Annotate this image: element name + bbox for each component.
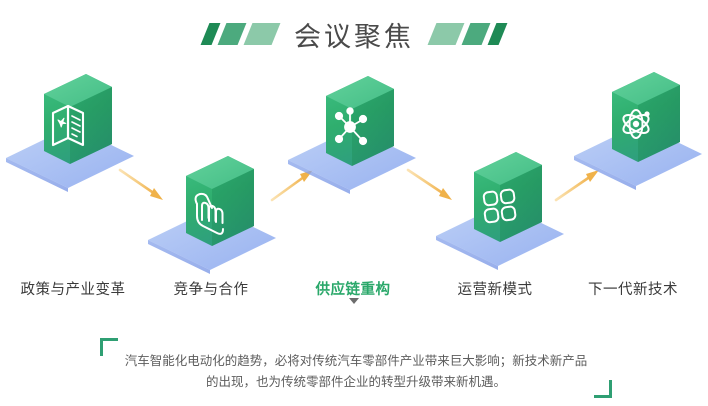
header-bars-left bbox=[200, 23, 281, 45]
node-card bbox=[474, 152, 542, 242]
header-bars-right bbox=[427, 23, 508, 45]
arrow-4 bbox=[554, 170, 599, 202]
node-labels: 政策与产业变革 竞争与合作 供应链重构 运营新模式 下一代新技术 bbox=[0, 278, 708, 308]
bracket-top-left-icon bbox=[100, 338, 118, 356]
document-star-icon bbox=[51, 104, 85, 147]
four-blocks-icon bbox=[482, 188, 517, 224]
node-policy[interactable] bbox=[6, 74, 134, 192]
network-nodes-icon bbox=[334, 107, 368, 146]
node-card bbox=[612, 72, 680, 162]
arrow-2 bbox=[270, 170, 313, 202]
flow-svg bbox=[6, 72, 702, 274]
header-bar-light-icon bbox=[427, 23, 465, 45]
node-label-competition[interactable]: 竞争与合作 bbox=[173, 282, 249, 298]
active-caret-icon bbox=[349, 298, 359, 304]
footer-note-text: 汽车智能化电动化的趋势，必将对传统汽车零部件产业带来巨大影响；新技术新产品的出现… bbox=[122, 350, 590, 392]
node-technology[interactable] bbox=[574, 72, 702, 190]
arrow-1 bbox=[118, 168, 163, 200]
arrow-3 bbox=[406, 168, 452, 200]
flow-diagram bbox=[0, 60, 708, 275]
header: 会议聚焦 bbox=[0, 10, 708, 58]
page-title: 会议聚焦 bbox=[294, 21, 414, 53]
node-supply-chain[interactable] bbox=[288, 76, 416, 194]
atom-icon bbox=[622, 109, 650, 139]
header-bar-dark-icon bbox=[487, 23, 508, 45]
header-bar-mid-icon bbox=[461, 23, 491, 45]
header-bar-dark-icon bbox=[200, 23, 221, 45]
handshake-icon bbox=[194, 192, 224, 235]
node-label-supply-chain[interactable]: 供应链重构 bbox=[315, 282, 391, 298]
bracket-bottom-right-icon bbox=[594, 380, 612, 398]
node-operations[interactable] bbox=[436, 152, 564, 270]
node-card bbox=[186, 156, 254, 246]
node-label-operations[interactable]: 运营新模式 bbox=[457, 282, 533, 298]
node-label-technology[interactable]: 下一代新技术 bbox=[588, 282, 678, 298]
footer-note-line-2: 的出现，也为传统零部件企业的转型升级带来新机遇。 bbox=[205, 374, 506, 389]
footer-note-line-1: 汽车智能化电动化的趋势，必将对传统汽车零部件产业带来巨大影响；新技术新产品 bbox=[124, 353, 588, 368]
header-bar-light-icon bbox=[243, 23, 281, 45]
header-bar-mid-icon bbox=[217, 23, 247, 45]
node-competition[interactable] bbox=[148, 156, 276, 274]
node-label-policy[interactable]: 政策与产业变革 bbox=[20, 282, 126, 298]
footer-note: 汽车智能化电动化的趋势，必将对传统汽车零部件产业带来巨大影响；新技术新产品的出现… bbox=[100, 338, 612, 398]
